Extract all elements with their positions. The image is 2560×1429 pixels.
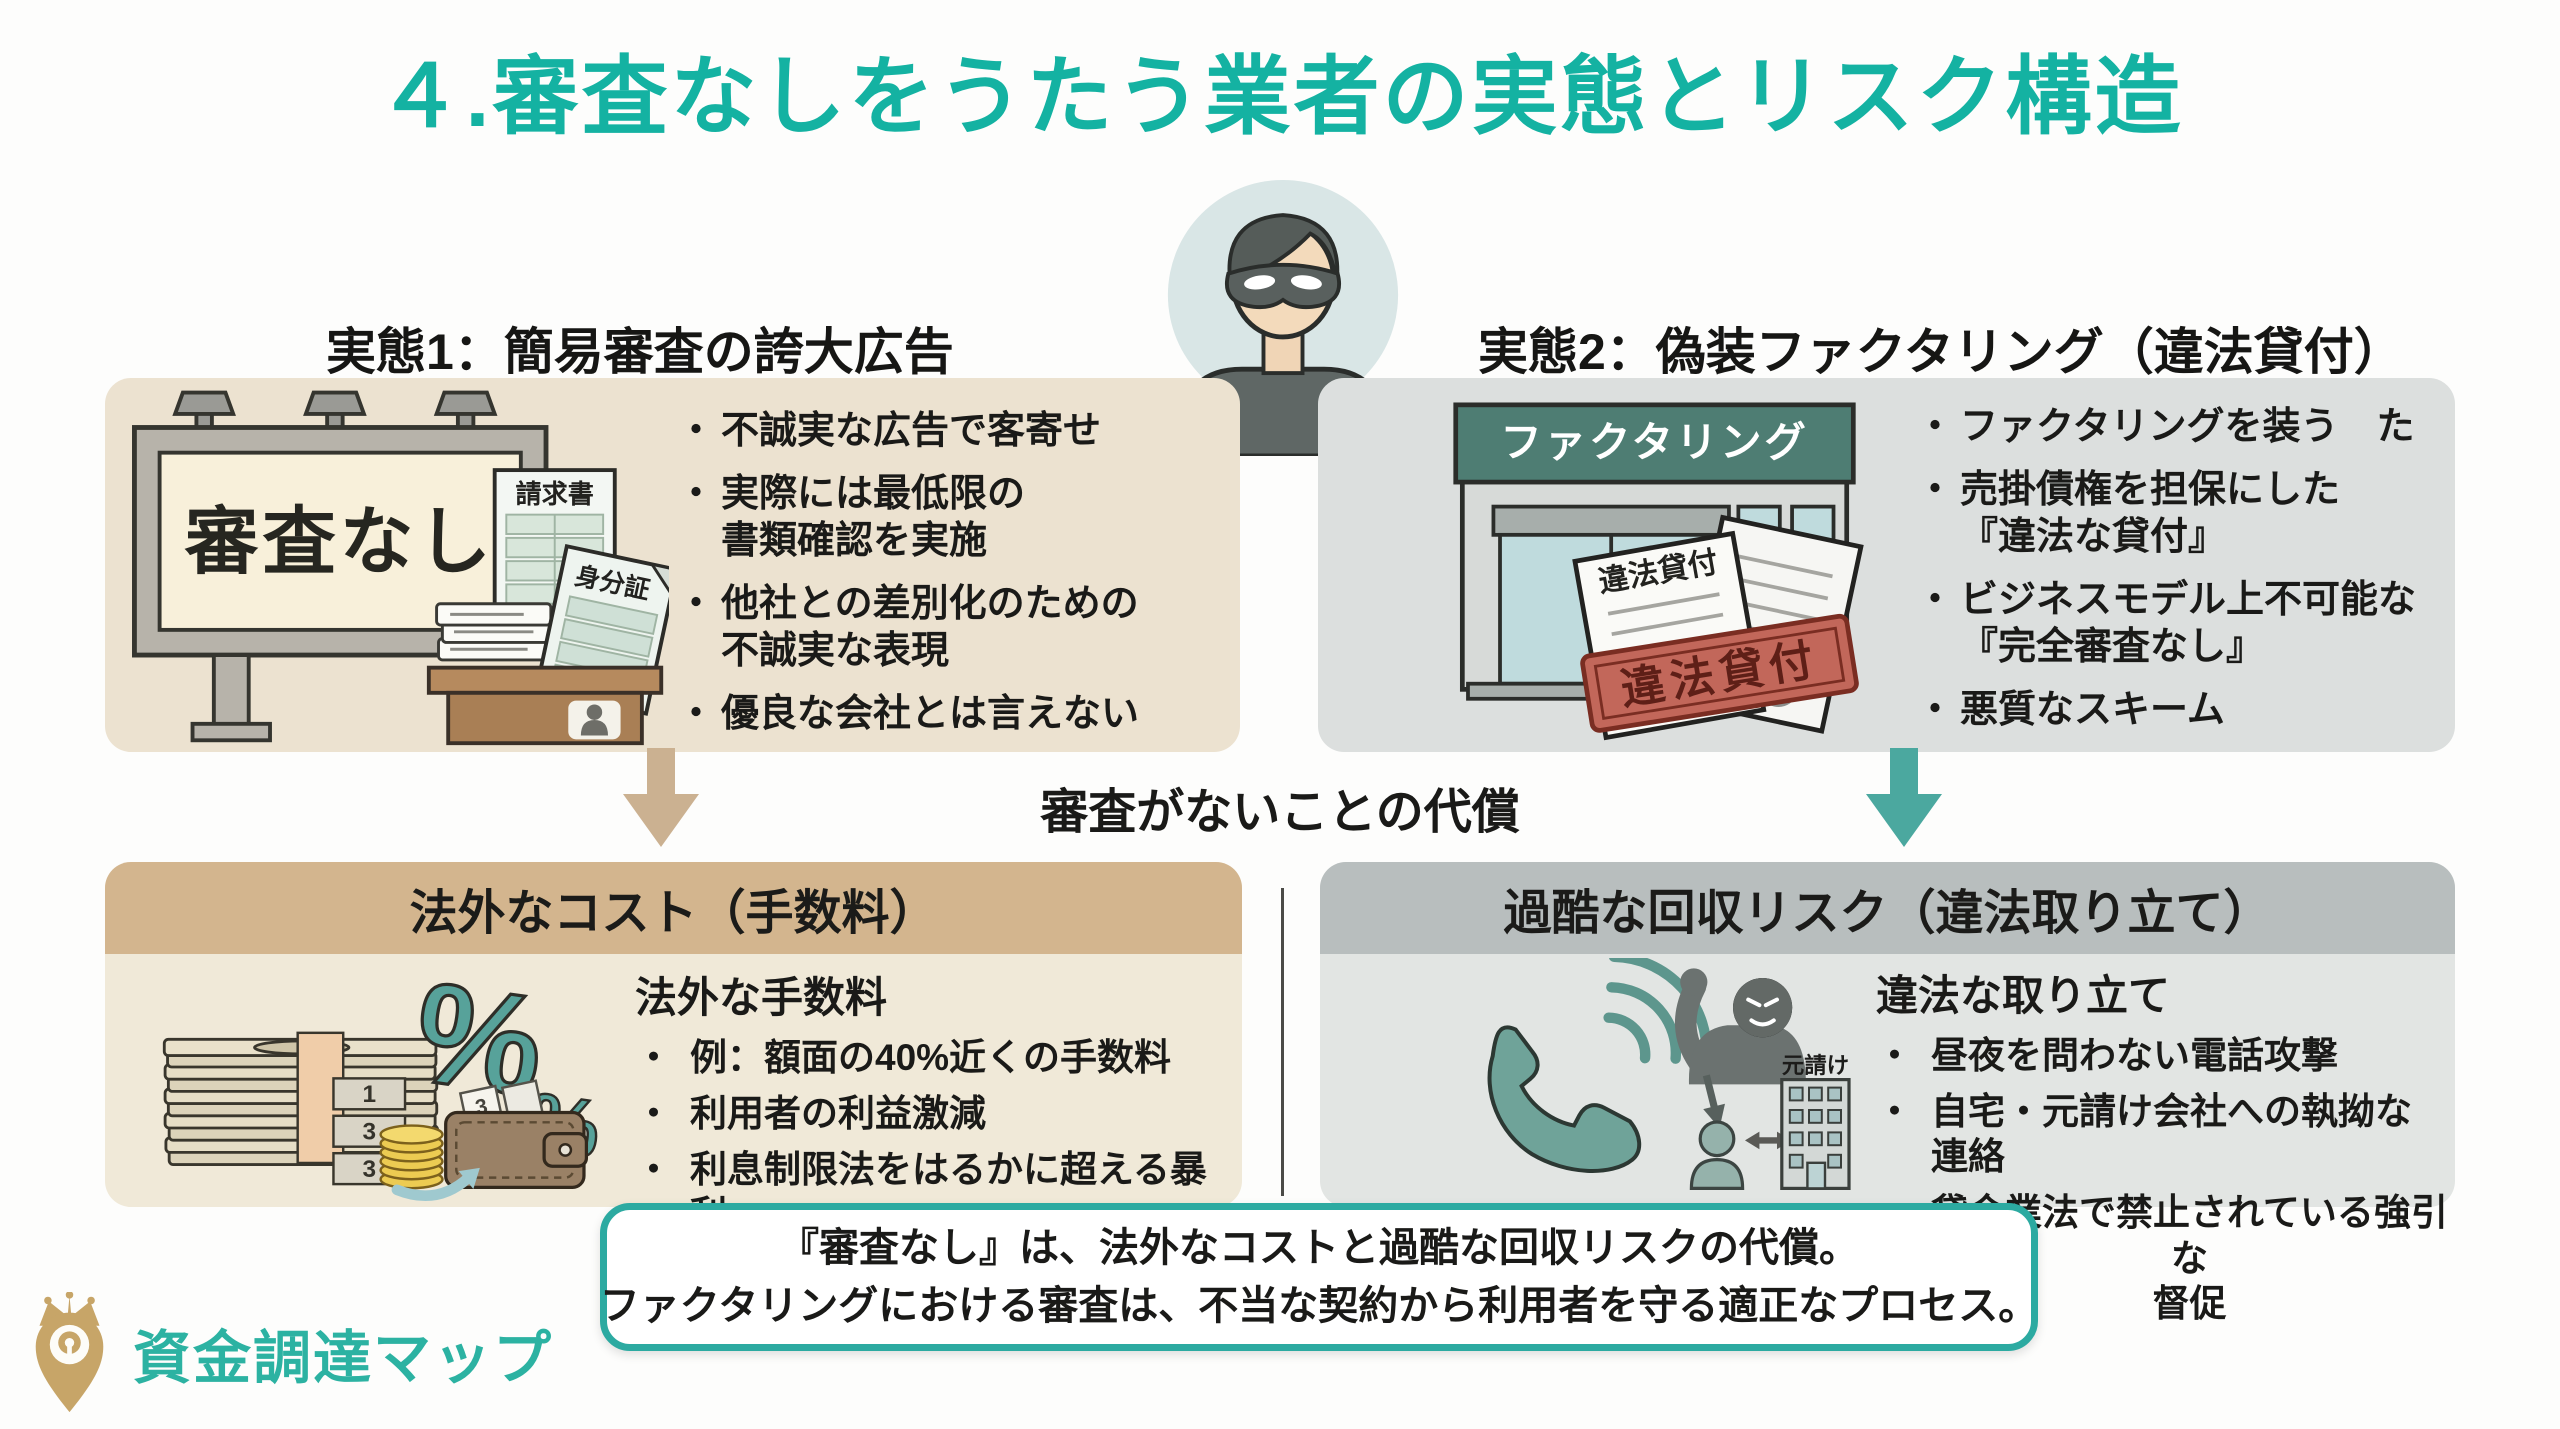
list-item: ・実際には最低限の 書類確認を実施: [677, 471, 1225, 566]
billboard-illustration: 審査なし 請求書: [132, 390, 669, 746]
section1-heading: 実態1：簡易審査の誇大広告: [326, 324, 954, 380]
section2-bullets: ・ファクタリングを装う た ・売掛債権を担保にした 『違法な貸付』 ・ビジネスモ…: [1916, 404, 2446, 734]
risk-subheading: 違法な取り立て: [1876, 972, 2171, 1019]
contractor-building: 元請け: [1780, 1052, 1851, 1190]
bullet-text: 昼夜を問わない電話攻撃: [1931, 1035, 2338, 1076]
list-item: ・売掛債権を担保にした 『違法な貸付』: [1916, 467, 2446, 562]
cost-panel: 法外なコスト（手数料） 1: [105, 862, 1242, 1235]
bullet-text: 他社との差別化のための 不誠実な表現: [721, 582, 1139, 673]
paper-stack: [435, 602, 559, 662]
money-illustration: 1 3 3 % % 3: [162, 958, 607, 1201]
section2-heading: 実態2：偽装ファクタリング（違法貸付）: [1478, 324, 2404, 380]
brand-logo: 資金調達マップ: [22, 1292, 553, 1414]
bullet-dot: ・: [677, 692, 716, 735]
debtor-icon: [1689, 1120, 1745, 1190]
section1-panel: 審査なし 請求書: [105, 378, 1240, 752]
list-item: ・他社との差別化のための 不誠実な表現: [677, 581, 1225, 676]
conclusion-line1: 『審査なし』は、法外なコストと過酷な回収リスクの代償。: [779, 1226, 1859, 1270]
section2-panel: ファクタリング 違法貸付: [1318, 378, 2455, 752]
bullet-text: 例：額面の40%近くの手数料: [690, 1037, 1172, 1078]
store-sign-text: ファクタリング: [1500, 419, 1808, 466]
bullet-dot: ・: [677, 410, 716, 452]
page-title: ４.審査なしをうたう業者の実態とリスク構造: [376, 49, 2184, 145]
conclusion-line2: ファクタリングにおける審査は、不当な契約から利用者を守る適正なプロセス。: [599, 1284, 2039, 1328]
bullet-dot: ・: [677, 582, 716, 625]
bullet-dot: ・: [1916, 578, 1955, 621]
cost-panel-body: 法外な手数料 ・例：額面の40%近くの手数料 ・利用者の利益激減 ・利息制限法を…: [635, 964, 1230, 1238]
tag-2: 3: [362, 1118, 376, 1145]
desk: [426, 665, 664, 746]
bullet-dot: ・: [1916, 468, 1955, 511]
tag-1: 1: [362, 1081, 376, 1108]
bullet-text: ビジネスモデル上不可能な 『完全審査なし』: [1960, 578, 2417, 669]
list-item: ・昼夜を問わない電話攻撃: [1876, 1033, 2448, 1078]
list-item: ・悪質なスキーム: [1916, 687, 2446, 735]
cost-subheading: 法外な手数料: [635, 974, 888, 1021]
storefront-illustration: ファクタリング 違法貸付: [1453, 402, 1864, 741]
bullet-text: 実際には最低限の 書類確認を実施: [721, 472, 1026, 563]
bullet-text: 悪質なスキーム: [1960, 688, 2225, 731]
bullet-text: 自宅・元請け会社への執拗な連絡: [1931, 1091, 2412, 1178]
bullet-text: 利用者の利益激減: [690, 1093, 986, 1135]
list-item: ・ビジネスモデル上不可能な 『完全審査なし』: [1916, 577, 2446, 672]
list-item: ・不誠実な広告で客寄せ: [677, 408, 1225, 456]
building-label: 元請け: [1782, 1052, 1849, 1078]
invoice-document: 請求書: [492, 468, 617, 614]
middle-caption: 審査がないことの代償: [1040, 786, 1520, 839]
list-item: ・利用者の利益激減: [635, 1091, 1230, 1136]
panel-divider: [1281, 888, 1284, 1196]
list-item: ・ファクタリングを装う た: [1916, 404, 2446, 452]
bullet-dot: ・: [1876, 1035, 1913, 1076]
brand-logo-text: 資金調達マップ: [133, 1326, 554, 1391]
wallet: 3: [444, 1079, 589, 1189]
bullet-dot: ・: [635, 1093, 672, 1135]
risk-panel-header: 過酷な回収リスク（違法取り立て）: [1320, 862, 2455, 954]
bullet-text: 優良な会社とは言えない: [721, 692, 1140, 735]
invoice-label: 請求書: [516, 479, 594, 509]
down-arrow-right-icon: [1866, 748, 1942, 847]
bullet-dot: ・: [677, 472, 716, 515]
cost-panel-header: 法外なコスト（手数料）: [105, 862, 1242, 954]
bullet-dot: ・: [1916, 688, 1955, 731]
illegal-lending-stamp: 違法貸付: [1580, 613, 1859, 733]
collection-illustration: 元請け: [1487, 958, 1851, 1190]
bullet-text: 不誠実な広告で客寄せ: [721, 410, 1102, 452]
tag-3: 3: [362, 1156, 376, 1183]
bullet-text: ファクタリングを装う た: [1960, 406, 2415, 448]
bullet-dot: ・: [635, 1149, 672, 1191]
coin-stack: [379, 1124, 444, 1190]
bullet-text: 売掛債権を担保にした 『違法な貸付』: [1960, 468, 2341, 559]
list-item: ・優良な会社とは言えない: [677, 691, 1225, 739]
transfer-arrow: [391, 1172, 474, 1201]
debt-collector-icon: [1675, 968, 1806, 1085]
billboard-text: 審査なし: [184, 500, 495, 583]
phone-icon: [1487, 1025, 1642, 1173]
risk-panel: 過酷な回収リスク（違法取り立て）: [1320, 862, 2455, 1324]
bullet-dot: ・: [635, 1037, 672, 1078]
bullet-dot: ・: [1916, 406, 1955, 448]
down-arrow-left-icon: [623, 748, 699, 847]
list-item: ・例：額面の40%近くの手数料: [635, 1035, 1230, 1080]
conclusion-box: 『審査なし』は、法外なコストと過酷な回収リスクの代償。 ファクタリングにおける審…: [600, 1203, 2038, 1351]
map-pin-crown-icon: [35, 1292, 104, 1413]
section1-bullets: ・不誠実な広告で客寄せ ・実際には最低限の 書類確認を実施 ・他社との差別化のた…: [677, 408, 1225, 738]
list-item: ・自宅・元請け会社への執拗な連絡: [1876, 1089, 2448, 1179]
bullet-dot: ・: [1876, 1091, 1913, 1133]
